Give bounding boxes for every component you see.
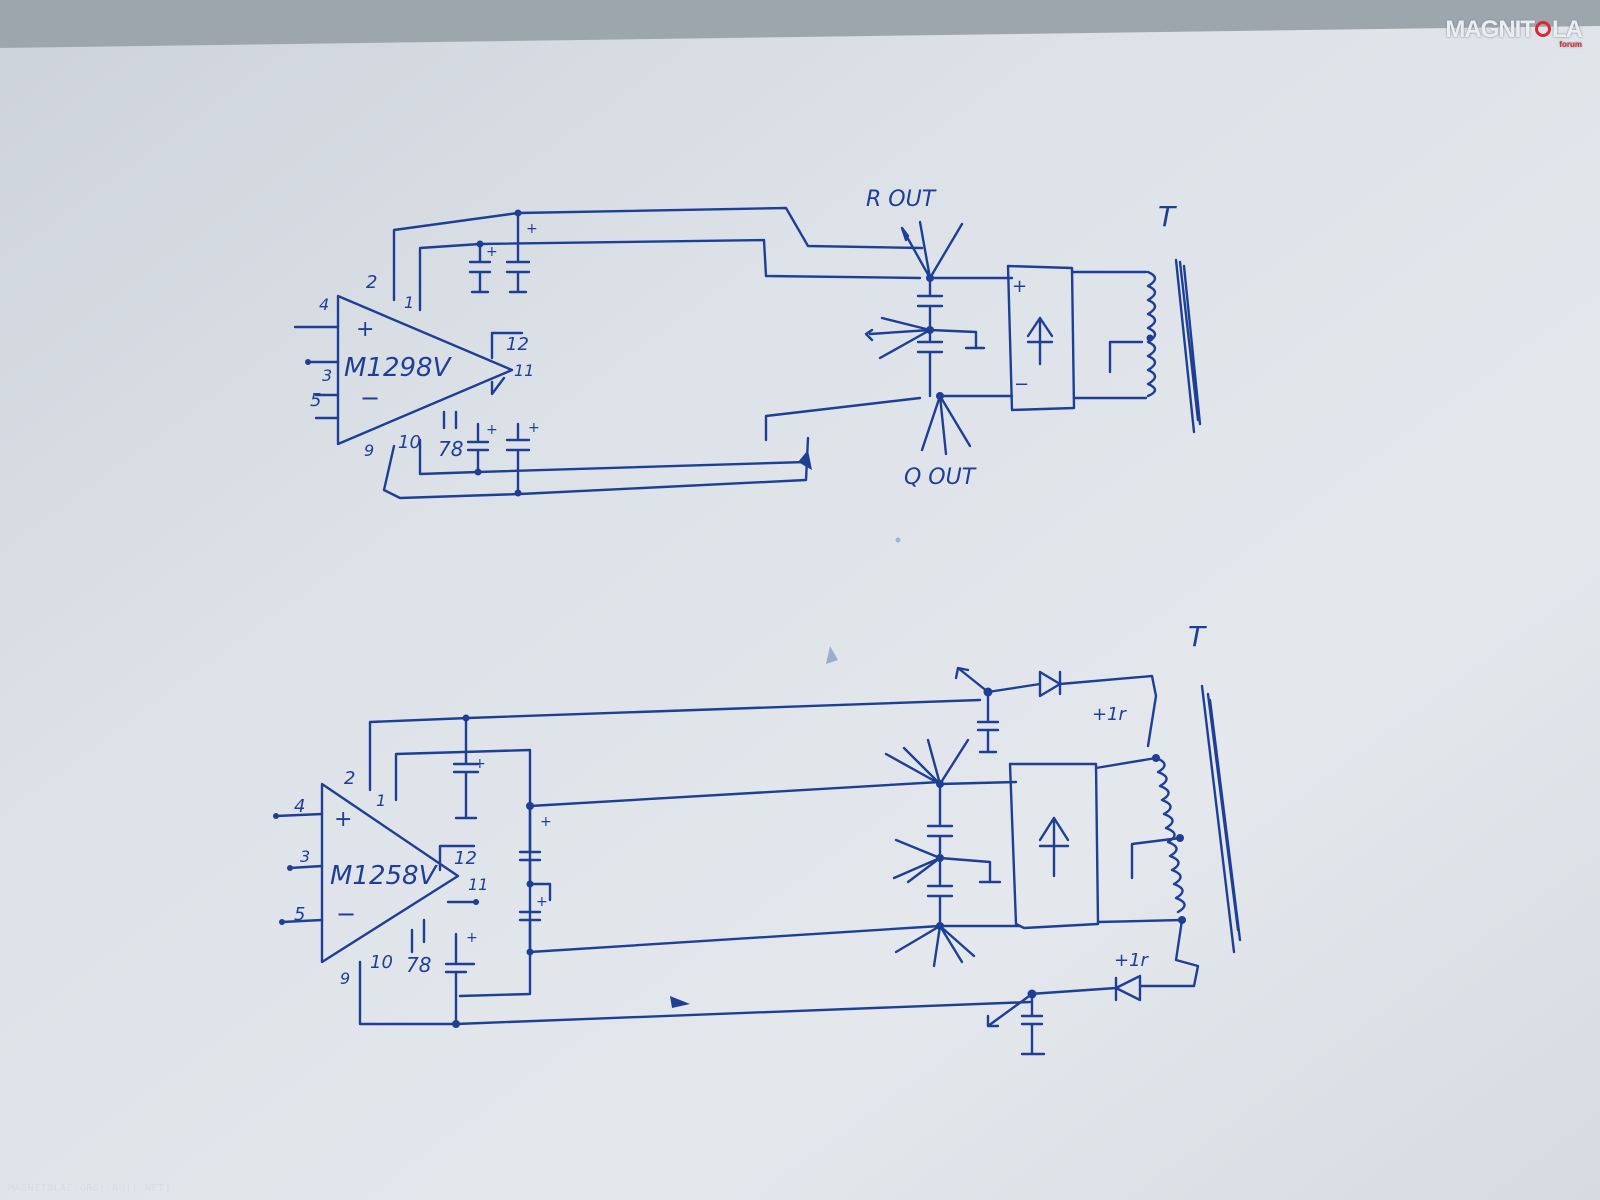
top-pin-10: 10	[398, 432, 421, 453]
bottom-pin-2: 2	[344, 768, 355, 789]
svg-text:−: −	[1014, 374, 1029, 395]
paper-sheet	[0, 26, 1600, 1200]
bottom-opamp-symbol	[320, 782, 460, 964]
logo-text-left: MAGNIT	[1445, 16, 1535, 43]
top-t-label: T	[1158, 200, 1177, 233]
top-plus-input: +	[356, 317, 374, 342]
top-r-out-label: R OUT	[866, 187, 937, 212]
bottom-plus-input: +	[334, 807, 352, 832]
bottom-rail-bottom	[358, 960, 1032, 1026]
bottom-pin-78: 78	[406, 953, 431, 977]
top-pin-1: 1	[404, 293, 414, 312]
top-rail-bottom-outer	[382, 436, 810, 500]
svg-text:+: +	[1012, 276, 1027, 297]
bottom-tube	[1200, 684, 1242, 954]
top-chip-label: M1298V	[344, 353, 453, 383]
logo-text-right: LA	[1552, 16, 1583, 43]
bottom-pin-12: 12	[454, 848, 477, 869]
svg-text:+: +	[540, 814, 552, 830]
bottom-cap-bot-label: +1r	[1114, 950, 1150, 971]
bottom-pin-1: 1	[376, 791, 386, 810]
bottom-rectifier-block	[1008, 762, 1100, 930]
top-q-out-label: Q OUT	[904, 465, 977, 490]
svg-text:+: +	[466, 930, 478, 946]
top-pin-5: 5	[310, 390, 321, 411]
top-pin-4: 4	[319, 295, 329, 314]
top-minus-input: −	[360, 384, 380, 412]
logo-subtext: forum	[1559, 40, 1582, 49]
site-logo: MAGNIT LA forum	[1445, 16, 1583, 49]
svg-text:+: +	[486, 244, 498, 260]
circuit-top: M1298V + − 4 3 5 2 1 9 10 78 12 11 + +	[293, 187, 1202, 500]
bottom-cap-top-label: +1r	[1092, 704, 1128, 725]
top-pin-9: 9	[364, 441, 374, 460]
top-pin-78: 78	[438, 437, 463, 461]
top-pin-12: 12	[506, 334, 529, 355]
bottom-rail-outer	[368, 698, 982, 792]
top-opamp-symbol	[336, 294, 514, 446]
bottom-t-label: T	[1188, 620, 1207, 653]
bottom-pin-11: 11	[468, 875, 488, 894]
bottom-pin-9: 9	[340, 969, 350, 988]
top-rail-bottom-inner	[418, 438, 808, 476]
bottom-rail-inner	[394, 748, 532, 998]
top-tube	[1174, 258, 1202, 434]
bottom-coil	[1154, 756, 1186, 914]
top-coil	[1146, 270, 1157, 398]
top-pin-11: 11	[514, 361, 534, 380]
bottom-pin-10: 10	[370, 952, 393, 973]
circuit-bottom: M1258V + − 4 3 5 2 1 9 10 78 12 11 + +	[273, 620, 1242, 1056]
svg-text:+: +	[486, 422, 498, 438]
svg-text:+: +	[536, 894, 548, 910]
watermark-url: MAGNITOLAC.ORG[.RU][.NET]	[8, 1183, 172, 1194]
ink-smudge	[826, 646, 838, 664]
bottom-minus-input: −	[336, 900, 356, 928]
bottom-pin-4: 4	[294, 796, 305, 817]
bottom-pin-3: 3	[300, 847, 310, 866]
svg-text:+: +	[526, 221, 538, 237]
top-pin-2: 2	[366, 272, 377, 293]
svg-text:+: +	[528, 420, 540, 436]
bottom-chip-label: M1258V	[330, 861, 439, 891]
bottom-pin-5: 5	[294, 904, 305, 925]
top-rectifier-block	[1006, 264, 1076, 412]
top-rail-inner	[418, 238, 922, 312]
top-pin-3: 3	[322, 366, 332, 385]
top-rail-outer	[392, 206, 924, 302]
svg-text:+: +	[474, 756, 486, 772]
logo-ring-icon	[1535, 20, 1551, 37]
